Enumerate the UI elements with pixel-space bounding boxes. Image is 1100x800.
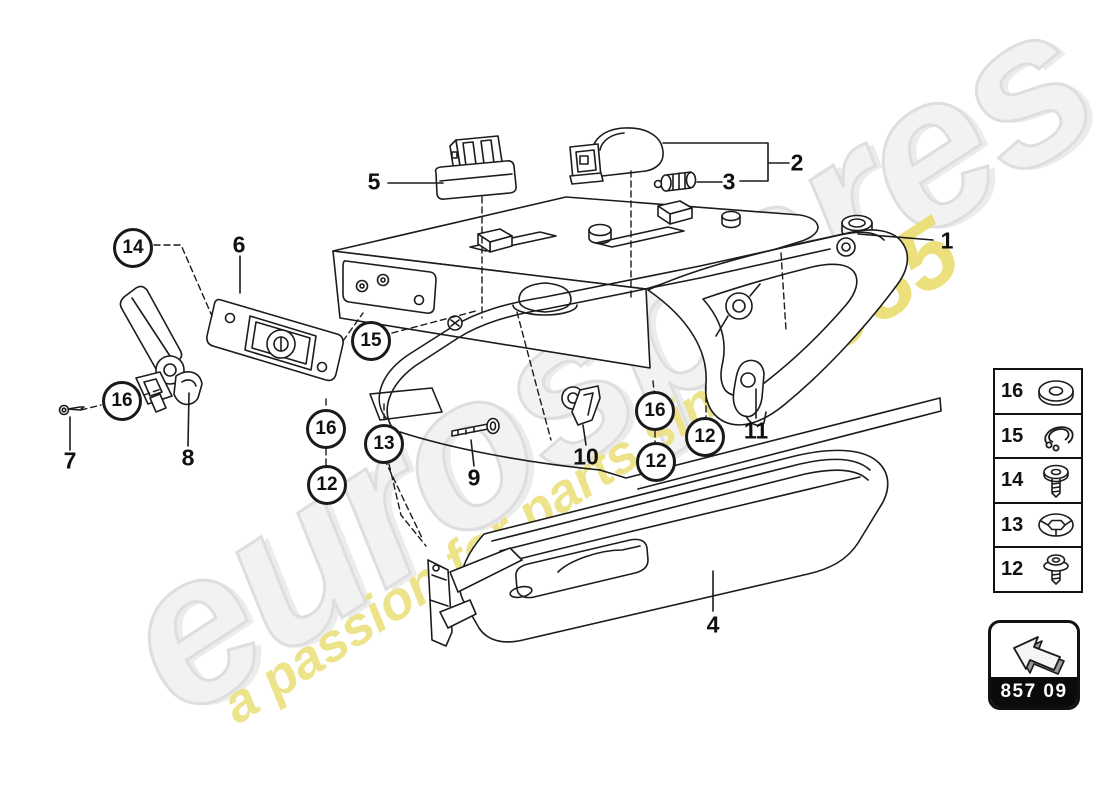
legend-number: 15 — [1001, 424, 1024, 447]
cup-washer-icon — [1033, 505, 1078, 545]
legend-number: 14 — [1001, 469, 1024, 491]
part-label-10: 10 — [573, 443, 599, 470]
legend-row-12: 12 — [993, 546, 1083, 593]
callout-circle-16: 16 — [306, 409, 346, 449]
legend-number: 13 — [1001, 513, 1024, 536]
diagram-code-box: 857 09 — [988, 620, 1080, 710]
legend-row-14: 14 — [993, 457, 1083, 504]
callout-circle-12: 12 — [636, 442, 676, 482]
circlip-icon — [1033, 416, 1078, 456]
legend-row-16: 16 — [993, 368, 1083, 415]
callout-circle-16: 16 — [102, 381, 142, 421]
legend-number: 16 — [1001, 380, 1024, 402]
part-label-1: 1 — [940, 227, 954, 254]
callout-circle-15: 15 — [351, 321, 391, 361]
fastener-legend: 16 15 14 — [993, 368, 1083, 593]
part-label-8: 8 — [181, 444, 195, 471]
part-label-6: 6 — [232, 231, 246, 258]
part-label-9: 9 — [467, 464, 481, 491]
back-arrow-icon — [991, 623, 1077, 677]
part-label-3: 3 — [722, 168, 736, 195]
callout-circle-12: 12 — [685, 417, 725, 457]
callout-circle-13: 13 — [364, 424, 404, 464]
legend-number: 12 — [1001, 558, 1024, 580]
washer-icon — [1033, 372, 1078, 412]
legend-row-13: 13 — [993, 501, 1083, 549]
pan-screw-icon — [1033, 461, 1078, 501]
part-label-2: 2 — [790, 149, 804, 176]
part-label-11: 11 — [743, 417, 769, 444]
part-label-5: 5 — [367, 168, 381, 195]
callout-circle-12: 12 — [307, 465, 347, 505]
callout-circle-14: 14 — [113, 228, 153, 268]
callout-circle-16: 16 — [635, 391, 675, 431]
part-label-7: 7 — [63, 447, 77, 474]
diagram-code: 857 09 — [991, 677, 1077, 707]
legend-row-15: 15 — [993, 412, 1083, 460]
flange-screw-icon — [1033, 550, 1078, 590]
part-label-4: 4 — [706, 611, 720, 638]
